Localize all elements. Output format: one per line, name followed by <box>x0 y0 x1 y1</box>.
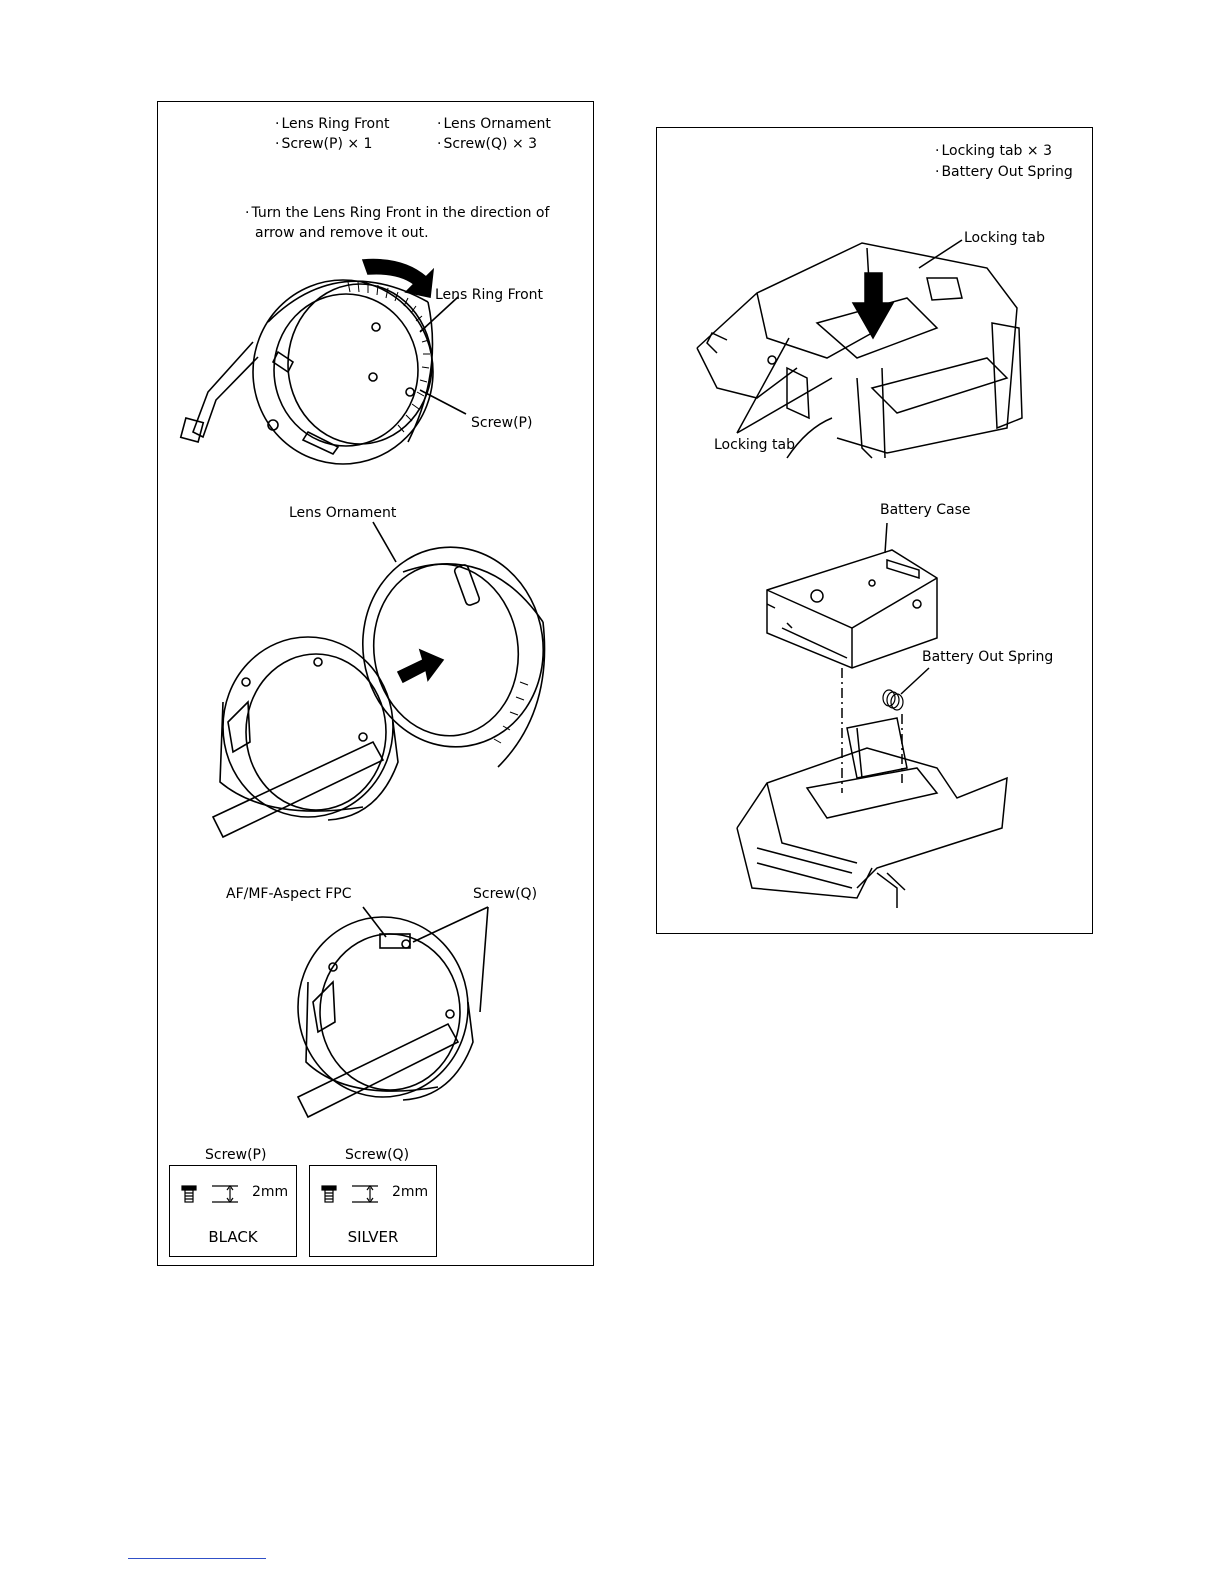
screw-q-color: SILVER <box>347 1228 399 1246</box>
callout-battery-out-spring: Battery Out Spring <box>922 649 1054 665</box>
screw-p-spec-box: 2mm BLACK <box>169 1165 297 1257</box>
screw-icon <box>321 1185 378 1203</box>
screw-p-size: 2mm <box>252 1184 289 1200</box>
instruction-line-1: Turn the Lens Ring Front in the directio… <box>245 204 549 222</box>
battery-case-illustration <box>766 549 938 669</box>
lens-assembly-drawing <box>179 258 546 1119</box>
callout-battery-case: Battery Case <box>880 502 971 518</box>
part-battery-out-spring: Battery Out Spring <box>935 163 1072 181</box>
part-screw-p: Screw(P) × 1 <box>275 135 372 153</box>
part-lens-ring-front: Lens Ring Front <box>275 115 389 133</box>
instruction-line-2: arrow and remove it out. <box>255 225 429 241</box>
callout-lens-ring-front: Lens Ring Front <box>435 287 544 303</box>
battery-case-drawing <box>696 239 1023 908</box>
part-lens-ornament: Lens Ornament <box>437 115 550 133</box>
callout-screw-q: Screw(Q) <box>473 886 538 902</box>
callout-af-mf-fpc: AF/MF-Aspect FPC <box>226 886 352 902</box>
part-locking-tab: Locking tab × 3 <box>935 142 1052 160</box>
chassis-bottom-illustration <box>736 717 1008 908</box>
screw-p-color: BLACK <box>208 1228 258 1246</box>
callout-screw-p: Screw(P) <box>471 415 533 431</box>
callout-locking-tab-top: Locking tab <box>964 230 1045 246</box>
callout-lens-ornament: Lens Ornament <box>289 505 397 521</box>
lens-ornament-illustration <box>361 546 546 768</box>
spec-title-screw-q: Screw(Q) <box>345 1147 410 1163</box>
rotate-arrow-icon <box>361 258 435 298</box>
press-down-arrow-icon <box>851 272 895 340</box>
callout-locking-tab-left: Locking tab <box>714 437 795 453</box>
screw-q-spec-box: 2mm SILVER <box>309 1165 437 1257</box>
lens-disassembly-panel: Lens Ring Front Lens Ornament Screw(P) ×… <box>157 101 594 1266</box>
battery-case-panel: Locking tab × 3 Battery Out Spring Locki… <box>656 127 1093 934</box>
footer-link-underline <box>128 1558 266 1559</box>
push-arrow-icon <box>396 648 445 684</box>
spec-title-screw-p: Screw(P) <box>205 1147 267 1163</box>
screw-icon <box>181 1185 238 1203</box>
chassis-top-illustration <box>696 242 1023 459</box>
screw-q-size: 2mm <box>392 1184 429 1200</box>
lens-ring-front-illustration <box>179 279 434 465</box>
battery-spring-icon <box>882 689 904 711</box>
part-screw-q: Screw(Q) × 3 <box>437 135 537 153</box>
lens-frame-fpc-illustration <box>296 916 474 1119</box>
lens-frame-illustration <box>211 636 399 839</box>
